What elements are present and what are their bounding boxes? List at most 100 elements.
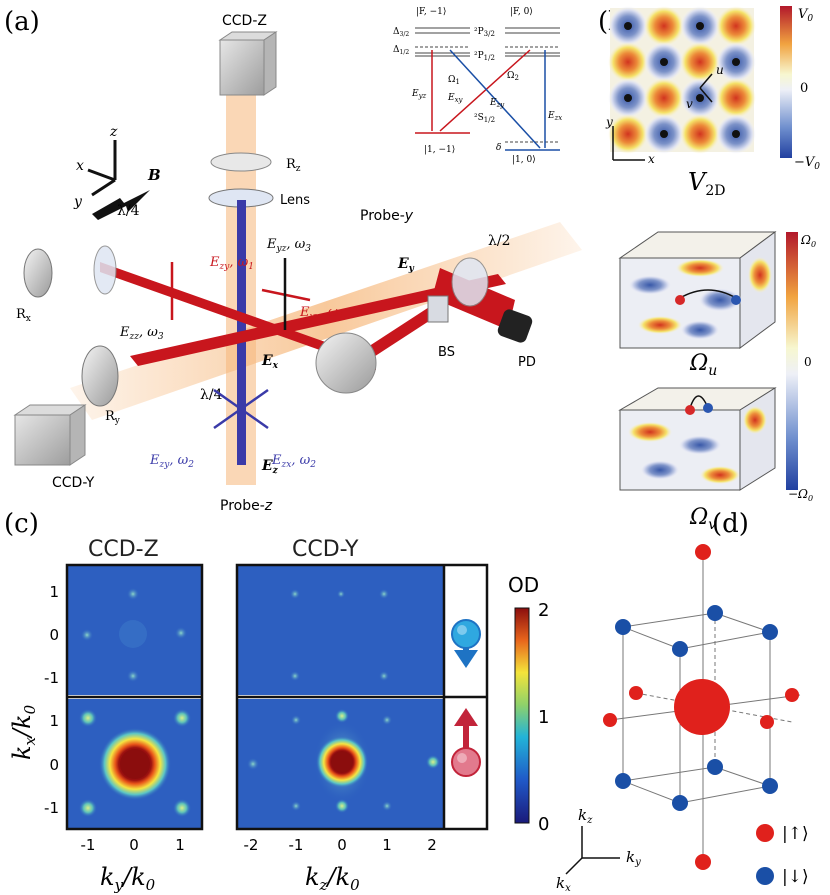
- level-diagram: |F, −1⟩ |F, 0⟩ ²P3/2 ²P1/2 ²S1/2 Δ3/2 Δ1…: [393, 7, 562, 165]
- ey-label: Ey: [397, 256, 415, 274]
- lattice-site: [732, 58, 740, 66]
- delta-32: Δ3/2: [393, 27, 409, 38]
- omega-u-cube: [618, 231, 777, 349]
- ccd-y-spin-up-image: [237, 699, 444, 829]
- photodiode: [497, 309, 533, 343]
- panel-a-label: (a): [4, 7, 40, 37]
- d-spin-down-dots: [615, 605, 778, 811]
- od-colorbar: [514, 607, 530, 824]
- u-label: u: [716, 63, 724, 77]
- d-ky-label: ky: [626, 848, 641, 868]
- ytick: -1: [44, 669, 59, 687]
- legend-down-marker: [756, 867, 774, 885]
- xtick: 0: [129, 836, 139, 854]
- panel-a: (a) CCD-Z Rz Lens z x y: [4, 7, 582, 514]
- ccd-y-heading: CCD-Y: [292, 537, 359, 562]
- xtick: -2: [244, 836, 259, 854]
- v2d-title: V2D: [688, 168, 725, 199]
- panel-c: (c) CCD-Z CCD-Y: [4, 509, 549, 894]
- panel-c-label: (c): [4, 509, 39, 539]
- lens-label: Lens: [280, 193, 310, 208]
- v2d-maximum: [680, 42, 720, 82]
- v2d-maximum: [716, 6, 756, 46]
- quarter-wave-label-a: λ/4: [117, 203, 140, 219]
- field-ezy: Ezy: [489, 98, 505, 109]
- xtick: 2: [427, 836, 437, 854]
- b-field-arrow: [92, 190, 150, 220]
- b-field-label: B: [147, 166, 161, 184]
- v-colorbar-zero: 0: [800, 81, 808, 96]
- omega-v-title: Ωv: [689, 505, 716, 533]
- c-ylabel: kx/k0: [8, 704, 39, 760]
- legend-up-label: |↑⟩: [782, 824, 809, 844]
- ytick: 1: [49, 712, 59, 730]
- field-eyz: Eyz: [411, 89, 427, 100]
- v2d-maximum: [608, 42, 648, 82]
- ry-mirror: [81, 345, 119, 407]
- ry-label: Ry: [105, 409, 121, 426]
- axis-x-label: x: [76, 158, 84, 174]
- od-tick: 1: [538, 707, 549, 728]
- omega-colorbar-min: −Ω0: [788, 487, 813, 503]
- pd-label: PD: [518, 355, 536, 370]
- rz-mirror: [210, 152, 272, 172]
- probe-y-label: Probe-y: [360, 208, 414, 224]
- uv-arrows: [699, 73, 713, 103]
- d-kz-label: kz: [578, 806, 593, 826]
- field-ezx: Ezx: [547, 111, 562, 122]
- lattice-site: [624, 22, 632, 30]
- level-f-m1: |F, −1⟩: [416, 7, 446, 17]
- v2d-maximum: [716, 78, 756, 118]
- v2d-x-axis: x: [648, 152, 655, 166]
- od-tick: 2: [538, 600, 549, 621]
- od-tick: 0: [538, 814, 549, 835]
- ccd-z-label: CCD-Z: [222, 13, 267, 29]
- v-colorbar-min: −V0: [794, 155, 820, 172]
- xtick: -1: [289, 836, 304, 854]
- od-ticks: 2 1 0: [538, 600, 549, 835]
- lattice-site: [696, 22, 704, 30]
- ytick: 0: [49, 756, 59, 774]
- d-kx-label: kx: [556, 874, 571, 894]
- ccd-z-spin-down-image: [67, 565, 202, 695]
- legend-down-label: |↓⟩: [782, 867, 809, 887]
- delta-detuning: δ: [496, 143, 501, 153]
- red-beam-y: [130, 274, 506, 366]
- polarization-arrows-right: [261, 258, 311, 330]
- lattice-site: [660, 58, 668, 66]
- v2d-maximum: [644, 78, 684, 118]
- axis-triad: [87, 140, 117, 197]
- field-exy: Exy: [447, 93, 464, 104]
- v2d-maximum: [680, 114, 720, 154]
- xtick: 1: [175, 836, 185, 854]
- omega-2: Ω2: [507, 71, 519, 82]
- ccd-z-spin-up-image: [67, 699, 202, 829]
- level-p12: ²P1/2: [474, 51, 495, 62]
- d-k-axes: [565, 826, 620, 875]
- ket-1-m1: |1, −1⟩: [424, 145, 455, 155]
- c-xlabel-left: ky/k0: [100, 863, 156, 894]
- lattice-site: [732, 130, 740, 138]
- od-colorbar-title: OD: [508, 573, 539, 597]
- ez-label: Ez: [261, 458, 279, 476]
- ezx-w2-label: Ezx, ω2: [271, 453, 316, 470]
- axis-y-label: y: [73, 194, 83, 210]
- beam-splitter: [427, 295, 449, 323]
- ccd-y-camera: [13, 404, 87, 466]
- ccd-z-heading: CCD-Z: [88, 537, 159, 562]
- eyx-w1-label: Eyx, ω1: [299, 305, 344, 322]
- xtick: 1: [382, 836, 392, 854]
- v-colorbar-max: V0: [798, 7, 813, 24]
- ket-1-0: |1, 0⟩: [512, 155, 536, 165]
- v2d-y-axis: y: [605, 115, 613, 129]
- d-spin-up-dots: [603, 544, 799, 870]
- round-mirror: [315, 332, 377, 394]
- v2d-maximum: [644, 6, 684, 46]
- ccd-z-camera: [218, 31, 278, 96]
- rx-label: Rx: [16, 307, 31, 324]
- probe-z-label: Probe-z: [220, 498, 273, 514]
- bs-label: BS: [438, 345, 455, 360]
- level-s12: ²S1/2: [474, 113, 495, 124]
- level-f-0: |F, 0⟩: [510, 7, 533, 17]
- panel-d: (d) kz ky kx |↑⟩ |↓⟩: [556, 509, 809, 894]
